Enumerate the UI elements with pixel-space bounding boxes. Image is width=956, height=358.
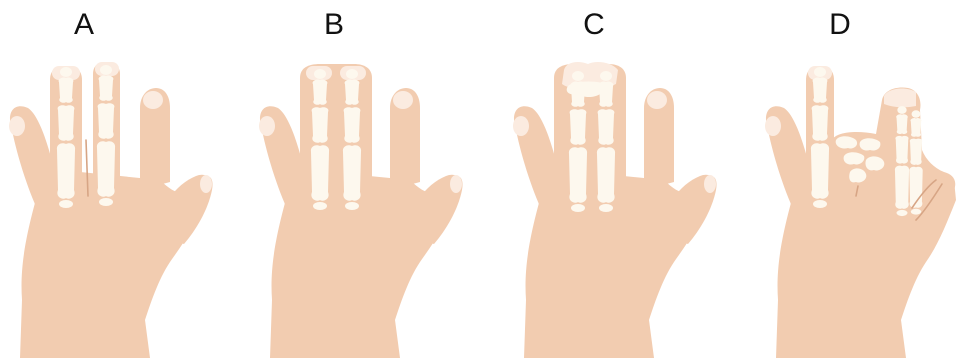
panel-label-d: D	[829, 8, 851, 41]
panel-a: A	[9, 8, 213, 358]
panel-label-c: C	[583, 8, 605, 41]
panel-c: C	[513, 8, 717, 358]
hand-illustration	[513, 62, 717, 358]
hand-illustration	[9, 62, 213, 358]
panel-label-b: B	[324, 8, 344, 41]
panel-d: D	[765, 8, 956, 358]
hand-illustration	[765, 66, 956, 358]
panel-label-a: A	[74, 8, 94, 41]
hand-illustration	[259, 64, 463, 358]
panel-b: B	[259, 8, 463, 358]
